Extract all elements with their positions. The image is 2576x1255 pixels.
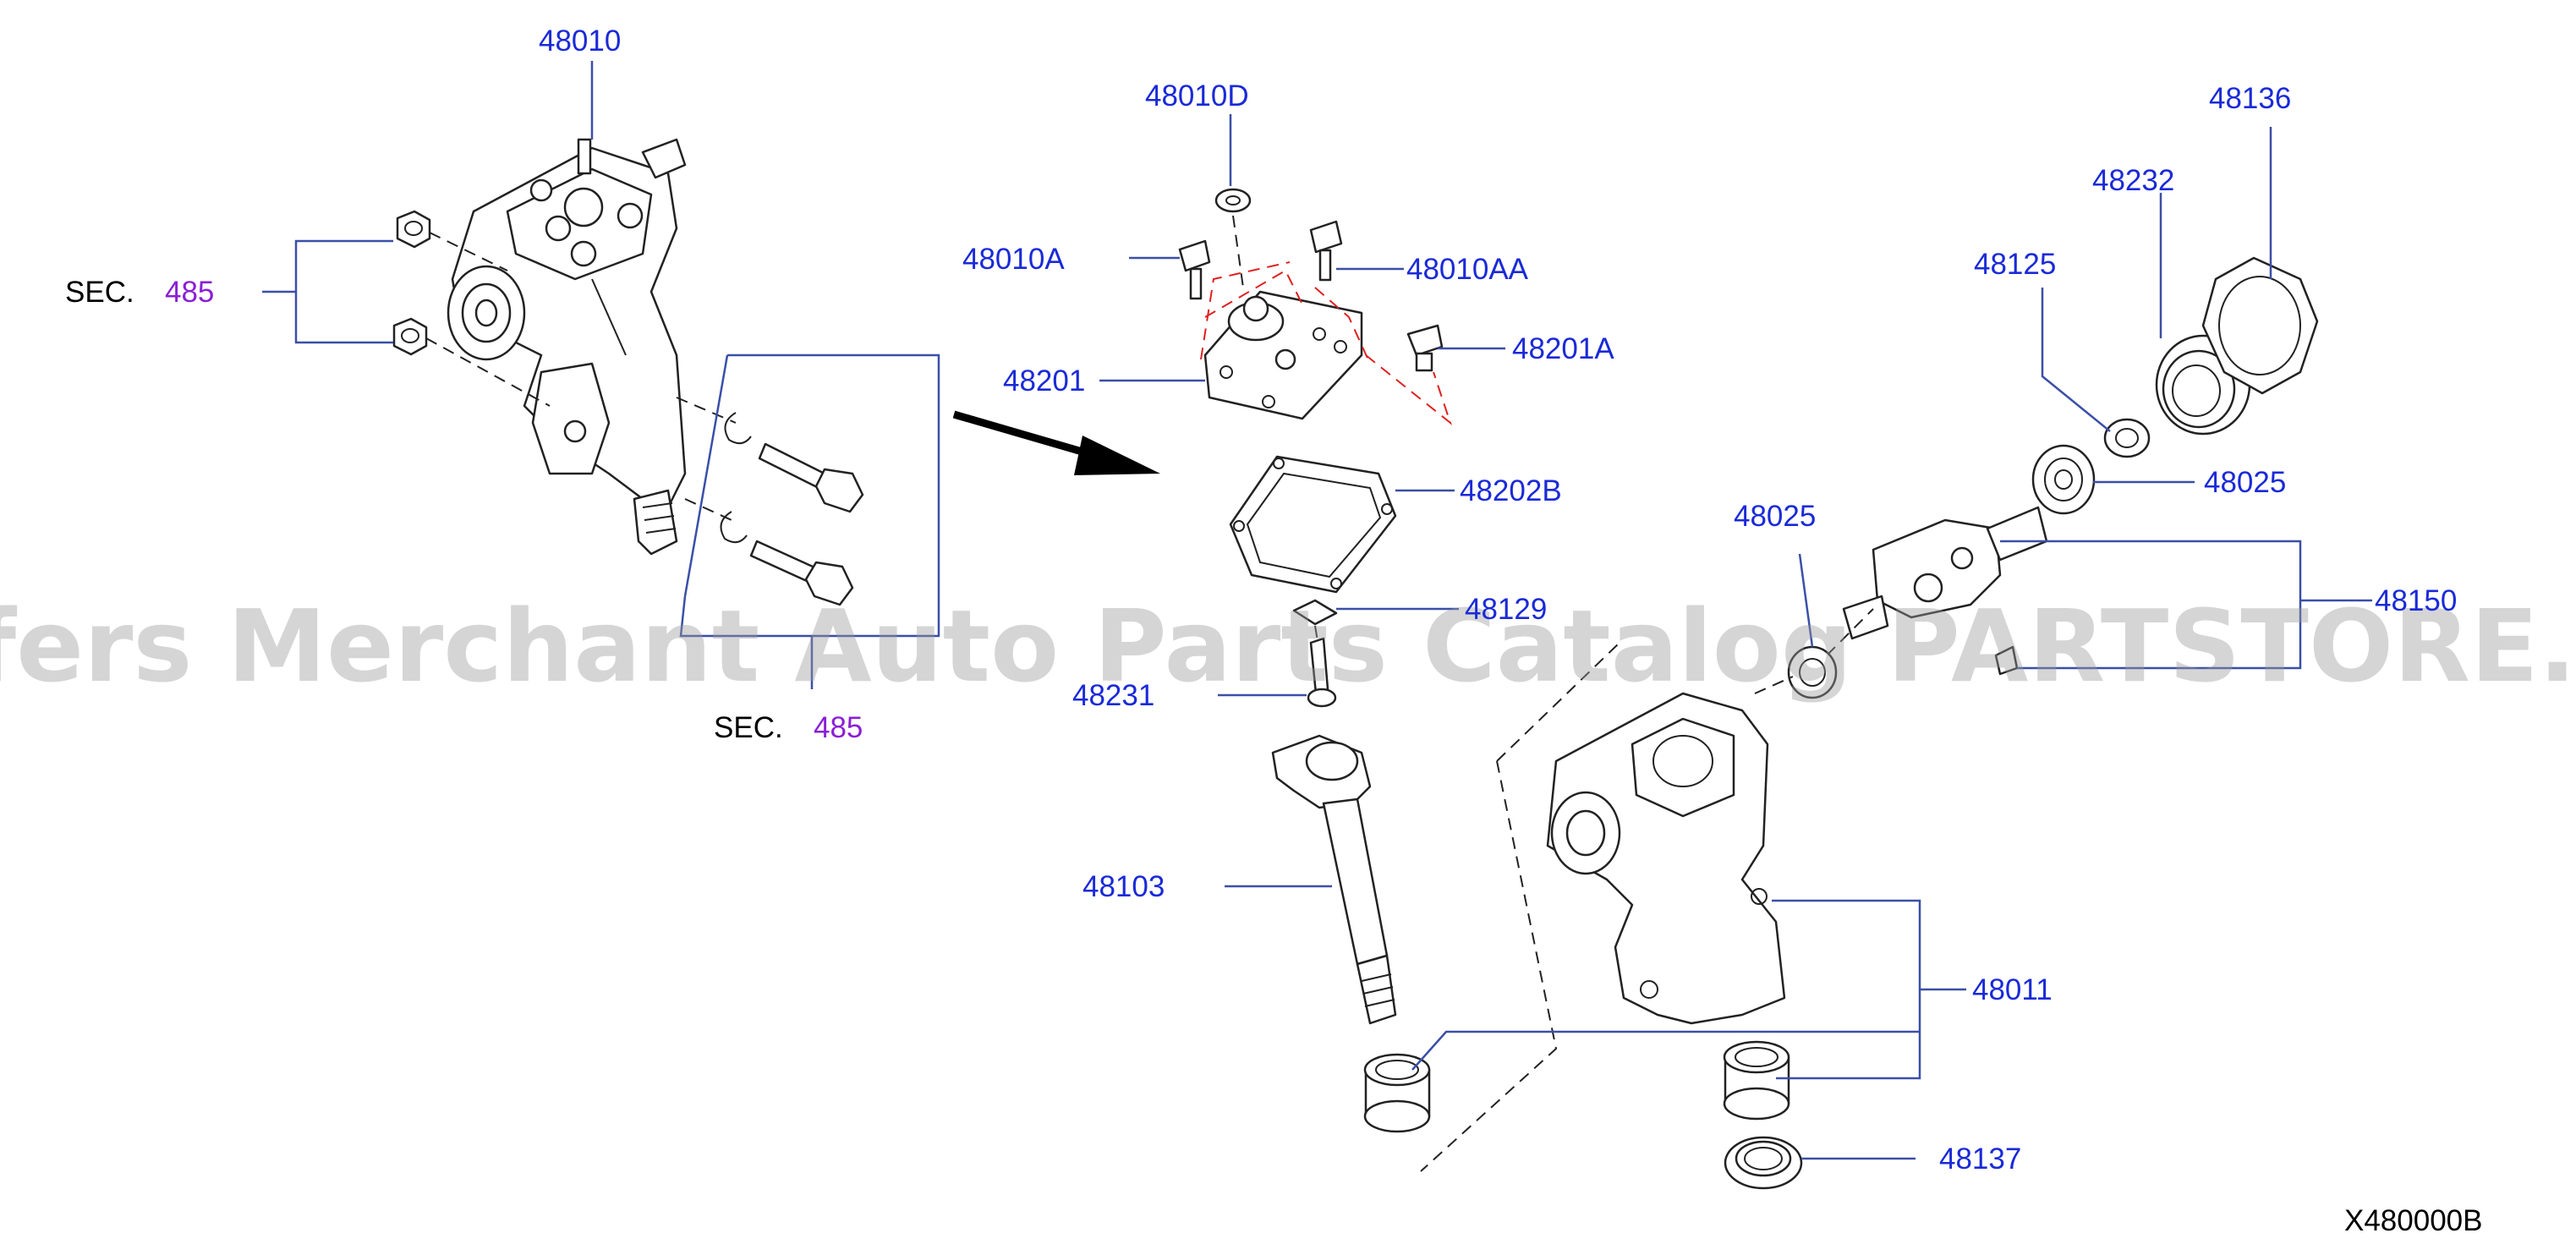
sector-shaft-48103 xyxy=(1271,734,1397,1025)
sec-ref-prefix: SEC. xyxy=(65,276,134,309)
watermark: Offers Merchant Auto Parts Catalog PARTS… xyxy=(0,588,2576,704)
bolt-lower xyxy=(720,511,854,606)
label-48125[interactable]: 48125 xyxy=(1974,248,2056,281)
locknut-48136 xyxy=(2201,256,2319,395)
label-48202B[interactable]: 48202B xyxy=(1460,474,1562,507)
label-48232[interactable]: 48232 xyxy=(2092,164,2174,197)
label-48231[interactable]: 48231 xyxy=(1072,679,1154,712)
ring-48125 xyxy=(2103,418,2151,458)
sec-ref-number[interactable]: 485 xyxy=(165,276,214,309)
label-48010D[interactable]: 48010D xyxy=(1145,79,1249,112)
bushing-left xyxy=(1363,1053,1431,1133)
part-48129 xyxy=(1292,599,1338,626)
plug-48201A xyxy=(1406,324,1444,372)
leader-48025-left xyxy=(1798,553,1814,648)
steering-gear-assembly-drawing xyxy=(447,138,687,556)
diagram-code: X480000B xyxy=(2344,1204,2482,1237)
label-48103[interactable]: 48103 xyxy=(1082,870,1165,903)
label-48201A[interactable]: 48201A xyxy=(1512,332,1614,365)
gasket-48202B xyxy=(1229,455,1397,594)
label-48025-right[interactable]: 48025 xyxy=(2204,466,2286,499)
part-48231 xyxy=(1307,637,1337,708)
label-48010AA[interactable]: 48010AA xyxy=(1406,253,1529,286)
bolt-48010AA xyxy=(1309,220,1343,282)
seal-48137 xyxy=(1724,1136,1803,1190)
leader-48125 xyxy=(2041,288,2111,432)
leader-48011 xyxy=(1772,899,1921,1080)
bushing-right xyxy=(1723,1040,1790,1121)
label-48129[interactable]: 48129 xyxy=(1465,593,1547,626)
gear-housing-48011 xyxy=(1546,692,1786,1025)
nut-48010D xyxy=(1214,188,1252,213)
label-48136[interactable]: 48136 xyxy=(2209,82,2291,115)
leader-48150 xyxy=(2000,540,2302,670)
nut-lower xyxy=(392,317,428,356)
label-48025-left[interactable]: 48025 xyxy=(1734,500,1816,533)
label-48150[interactable]: 48150 xyxy=(2375,584,2457,617)
label-48010[interactable]: 48010 xyxy=(539,25,621,58)
label-48010A[interactable]: 48010A xyxy=(962,243,1065,276)
label-48201[interactable]: 48201 xyxy=(1003,364,1085,397)
sec-ref-prefix: SEC. xyxy=(714,711,783,744)
label-48137[interactable]: 48137 xyxy=(1939,1143,2021,1176)
nut-upper xyxy=(396,210,431,249)
bearing-48025-right xyxy=(2031,444,2096,515)
gear-cover-drawing xyxy=(1203,290,1363,420)
bolt-48010A xyxy=(1178,239,1211,300)
label-48011[interactable]: 48011 xyxy=(1972,973,2053,1006)
direction-arrow xyxy=(952,410,1160,475)
bolt-upper xyxy=(724,412,864,513)
sec-ref-number[interactable]: 485 xyxy=(814,711,863,744)
